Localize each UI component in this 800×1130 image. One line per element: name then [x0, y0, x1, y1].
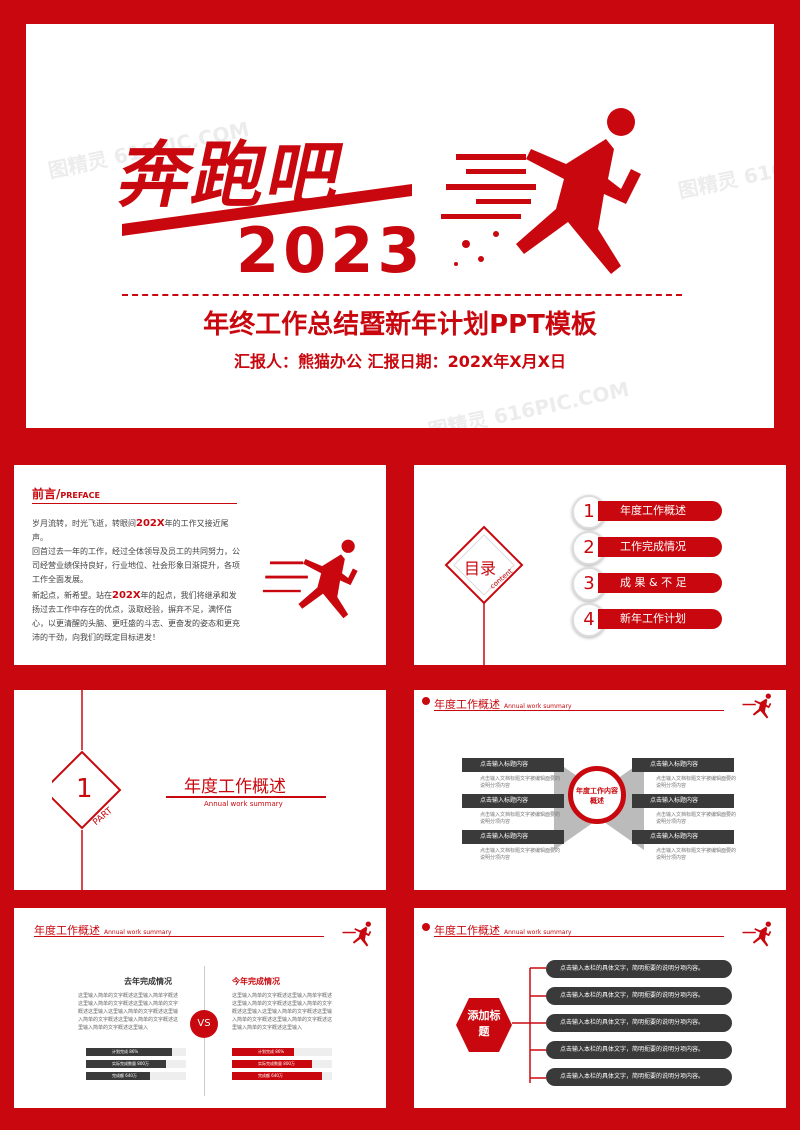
hexagon-label: 添加标题: [467, 1009, 501, 1038]
runner-icon: [742, 693, 772, 719]
progress-fill: [86, 1072, 150, 1080]
watermark: 图精灵 616PIC.COM: [426, 376, 632, 428]
toc-label: 目录: [464, 559, 497, 578]
runner-icon: [262, 539, 358, 619]
progress-label: 实际完成数量 800万: [258, 1061, 295, 1066]
preface-title: 前言/PREFACE: [32, 487, 100, 501]
left-body: 这里输入简单的文字概述这里输入简单字概述这里输入简单的文字概述这里输入简单的文字…: [78, 993, 179, 1031]
section-divider: [34, 936, 324, 937]
progress-label: 计划完成 86%: [112, 1049, 139, 1054]
content-row-1[interactable]: 点击输入本栏的具体文字，简明扼要的说明分项内容。: [546, 960, 732, 978]
right-title: 今年完成情况: [232, 977, 280, 986]
item-desc: 点击输入文档标题文字被编辑面要的说明分项内容: [480, 848, 561, 861]
item-title-right-2[interactable]: 点击输入标题内容: [632, 794, 734, 808]
cover-slide[interactable]: 图精灵 616PIC.COM 图精灵 616PIC.COM 图精灵 616PIC…: [26, 24, 774, 428]
progress-fill: [86, 1048, 172, 1056]
toc-item-label: 工作完成情况: [598, 537, 722, 557]
part1-slide[interactable]: 1 PART 年度工作概述 Annual work summary: [14, 690, 386, 890]
toc-number: 1: [572, 495, 606, 529]
section-divider: [434, 936, 724, 937]
progress-fill: [232, 1060, 312, 1068]
preface-paragraph-1: 岁月流转，时光飞逝，转眼间202X年的工作又接近尾声。: [32, 518, 229, 542]
progress-fill: [232, 1048, 294, 1056]
item-desc: 点击输入文档标题文字被编辑面要的说明分项内容: [480, 812, 561, 825]
section-divider: [434, 710, 724, 711]
toc-item-label: 成 果 & 不 足: [598, 573, 722, 593]
preface-paragraph-3: 新起点，新希望。站在202X年的起点，我们将继承和发扬过去工作中存在的优点，汲取…: [32, 590, 240, 642]
cover-reporter: 汇报人：熊猫办公 汇报日期：202X年X月X日: [234, 352, 566, 371]
content-row-2[interactable]: 点击输入本栏的具体文字，简明扼要的说明分项内容。: [546, 987, 732, 1005]
preface-slide[interactable]: 前言/PREFACE 岁月流转，时光飞逝，转眼间202X年的工作又接近尾声。 回…: [14, 465, 386, 665]
part-number: 1: [76, 774, 93, 804]
item-title-right-1[interactable]: 点击输入标题内容: [632, 758, 734, 772]
center-circle: [568, 766, 626, 824]
progress-bar: 完成额 640万: [86, 1072, 186, 1080]
part-diamond: [52, 690, 122, 890]
title-underline-stripe: [122, 184, 412, 236]
item-title-right-3[interactable]: 点击输入标题内容: [632, 830, 734, 844]
progress-fill: [86, 1060, 166, 1068]
watermark: 图精灵 616PIC.COM: [676, 136, 774, 203]
runner-icon: [342, 921, 372, 947]
runner-icon: [441, 108, 641, 274]
bullet-icon: [422, 697, 430, 705]
progress-label: 计划完成 86%: [258, 1049, 285, 1054]
toc-item-label: 年度工作概述: [598, 501, 722, 521]
left-title: 去年完成情况: [124, 977, 172, 986]
bracket-lines: [512, 967, 546, 1083]
item-title-left-2[interactable]: 点击输入标题内容: [462, 794, 564, 808]
vs-badge: VS: [190, 1010, 218, 1038]
right-bar-group: 计划完成 86% 实际完成数量 800万完成额 640万: [232, 1048, 332, 1084]
content-row-5[interactable]: 点击输入本栏的具体文字，简明扼要的说明分项内容。: [546, 1068, 732, 1086]
progress-bar: 实际完成数量 800万: [232, 1060, 332, 1068]
item-desc: 点击输入文档标题文字被编辑面要的说明分项内容: [656, 776, 737, 789]
toc-diamond: [444, 525, 524, 665]
item-desc: 点击输入文档标题文字被编辑面要的说明分项内容: [480, 776, 561, 789]
center-label: 年度工作内容概述: [576, 787, 618, 805]
cover-year: 2023: [236, 214, 425, 287]
progress-fill: [232, 1072, 322, 1080]
part-title-en: Annual work summary: [204, 800, 283, 808]
right-body: 这里输入简单的文字概述这里输入简单字概述这里输入简单的文字概述这里输入简单的文字…: [232, 993, 333, 1031]
progress-bar: 计划完成 86%: [232, 1048, 332, 1056]
progress-label: 完成额 640万: [258, 1073, 283, 1078]
progress-bar: 计划完成 86%: [86, 1048, 186, 1056]
progress-bar: 实际完成数量 800万: [86, 1060, 186, 1068]
progress-bar: 完成额 640万: [232, 1072, 332, 1080]
content-row-3[interactable]: 点击输入本栏的具体文字，简明扼要的说明分项内容。: [546, 1014, 732, 1032]
progress-label: 实际完成数量 800万: [112, 1061, 149, 1066]
part-title-underline: [166, 796, 326, 798]
bullet-icon: [422, 923, 430, 931]
preface-divider: [32, 503, 237, 504]
dashed-divider: [122, 294, 682, 296]
preface-paragraph-2: 回首过去一年的工作，经过全体领导及员工的共同努力，公司经营业绩保持良好，行业地位…: [32, 547, 240, 584]
item-desc: 点击输入文档标题文字被编辑面要的说明分项内容: [656, 812, 737, 825]
item-title-left-1[interactable]: 点击输入标题内容: [462, 758, 564, 772]
runner-icon: [742, 921, 772, 947]
left-bar-group: 计划完成 86% 实际完成数量 800万完成额 640万: [86, 1048, 186, 1084]
toc-item-label: 新年工作计划: [598, 609, 722, 629]
hexagon-shape: [456, 998, 512, 1052]
part-title: 年度工作概述: [184, 777, 286, 797]
item-title-left-3[interactable]: 点击输入标题内容: [462, 830, 564, 844]
cover-subtitle: 年终工作总结暨新年计划PPT模板: [203, 310, 597, 340]
item-desc: 点击输入文档标题文字被编辑面要的说明分项内容: [656, 848, 737, 861]
content-row-4[interactable]: 点击输入本栏的具体文字，简明扼要的说明分项内容。: [546, 1041, 732, 1059]
progress-label: 完成额 640万: [112, 1073, 137, 1078]
toc-slide[interactable]: 目录 content 1 年度工作概述 2 工作完成情况 3 成 果 & 不 足…: [414, 465, 786, 665]
